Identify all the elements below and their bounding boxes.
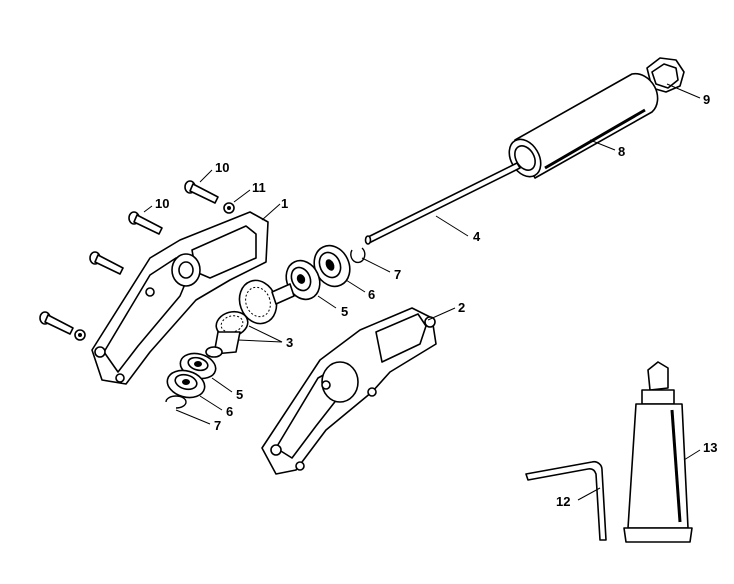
label-5-lower: 5 — [236, 387, 243, 402]
label-7-lower: 7 — [214, 418, 221, 433]
screw-1 — [184, 180, 219, 204]
label-6-upper: 6 — [368, 287, 375, 302]
label-1: 1 — [281, 196, 288, 211]
part-6-bearing-lower — [166, 369, 206, 399]
part-13-grease-tube — [623, 361, 693, 543]
part-8-tube — [508, 72, 659, 179]
part-5-bearing-upper — [285, 259, 321, 301]
label-6-lower: 6 — [226, 404, 233, 419]
label-4: 4 — [473, 229, 481, 244]
part-11-washers — [74, 202, 235, 341]
label-12: 12 — [556, 494, 570, 509]
label-11: 11 — [252, 180, 266, 195]
label-5-upper: 5 — [341, 304, 348, 319]
screw-2 — [128, 211, 163, 235]
leader-lines — [143, 83, 701, 501]
part-2-housing — [261, 307, 437, 475]
label-2: 2 — [458, 300, 465, 315]
label-10-lower: 10 — [155, 196, 169, 211]
part-12-hex-key — [525, 460, 607, 541]
label-3: 3 — [286, 335, 293, 350]
label-13: 13 — [703, 440, 717, 455]
label-7-upper: 7 — [394, 267, 401, 282]
part-6-bearing-upper — [313, 244, 351, 288]
part-9-nut — [646, 57, 685, 93]
part-4-drive-shaft — [364, 162, 521, 245]
part-7-circlip-upper — [350, 247, 366, 264]
screw-3 — [89, 251, 124, 275]
part-3-bevel-gears — [205, 279, 295, 358]
label-8: 8 — [618, 144, 625, 159]
label-10-upper: 10 — [215, 160, 229, 175]
part-7-circlip-lower — [165, 395, 187, 409]
label-9: 9 — [703, 92, 710, 107]
screw-4 — [39, 311, 74, 335]
part-1-housing — [91, 211, 269, 385]
part-10-screws — [39, 180, 219, 335]
callout-labels: 1 2 3 4 5 5 6 6 7 7 8 9 10 10 11 12 13 — [155, 92, 717, 509]
